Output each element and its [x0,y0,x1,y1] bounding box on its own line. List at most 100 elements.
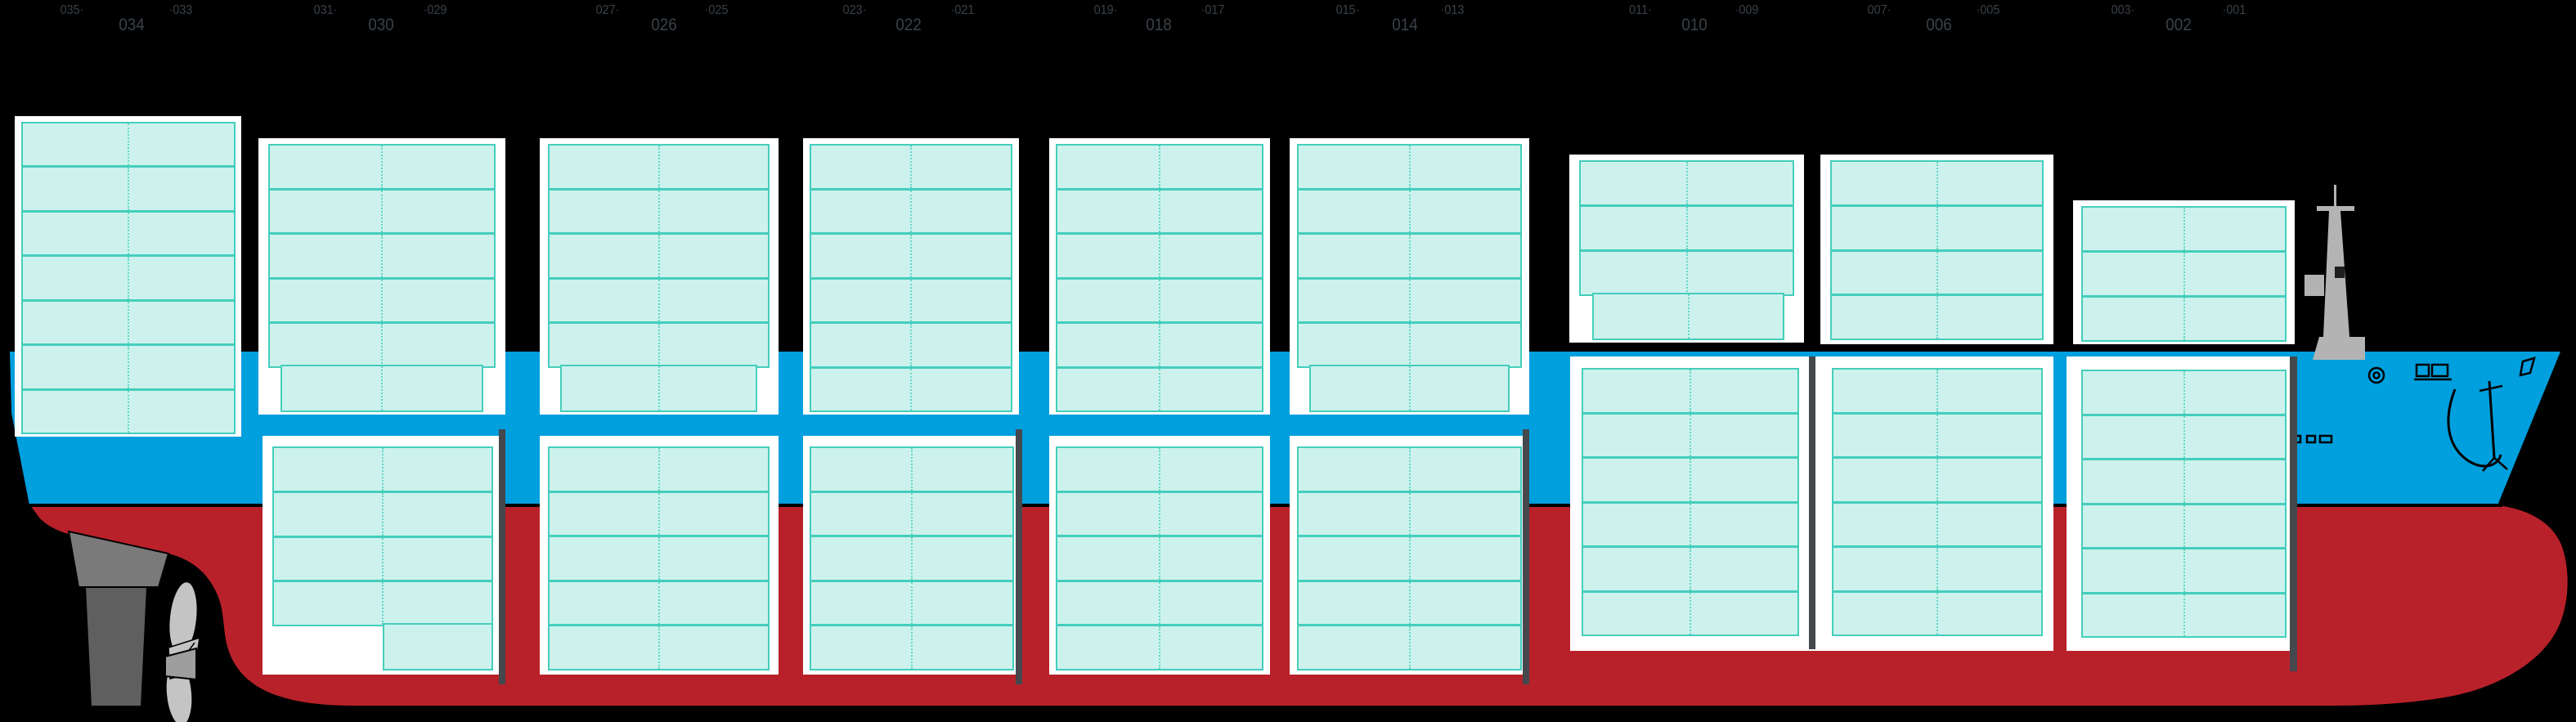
container-slot-014-above-inset-1-1[interactable] [1311,366,1411,410]
container-slot-006-above-4-1[interactable] [1832,296,1938,339]
container-slot-002-below-2-1[interactable] [2083,415,2185,458]
container-slot-034-above-3-1[interactable] [23,212,129,255]
container-slot-030-above-4-1[interactable] [270,279,383,322]
container-slot-010-above-inset-1-1[interactable] [1594,294,1690,339]
container-slot-026-above-inset-1-1[interactable] [562,366,660,410]
container-slot-010-below-1-1[interactable] [1583,370,1691,412]
container-slot-002-above-3-1[interactable] [2083,298,2185,340]
tier-022-below-5 [811,626,1012,669]
slot-block-034-above [21,122,236,434]
container-slot-014-below-4-1[interactable] [1299,581,1411,625]
container-slot-010-below-2-1[interactable] [1583,414,1691,456]
container-slot-034-above-2-1[interactable] [23,168,129,210]
container-slot-006-below-4-1[interactable] [1833,503,1938,545]
container-slot-018-below-1-1[interactable] [1057,448,1160,491]
container-slot-006-above-2-1[interactable] [1832,206,1938,249]
container-slot-014-above-3-1[interactable] [1299,235,1411,277]
container-slot-022-above-6-1[interactable] [811,368,912,410]
container-slot-018-above-1-1[interactable] [1057,146,1160,188]
container-slot-002-below-6-1[interactable] [2083,594,2185,636]
container-slot-030-above-inset-1-1[interactable] [282,366,383,410]
container-slot-030-below-1-1[interactable] [274,448,384,491]
container-slot-010-above-2-1[interactable] [1581,207,1688,249]
container-slot-022-below-5-1[interactable] [811,626,913,669]
container-slot-026-below-4-1[interactable] [550,581,660,625]
container-slot-022-below-3-1[interactable] [811,537,913,580]
slot-block-018-above [1056,144,1263,412]
container-slot-006-below-1-1[interactable] [1833,370,1938,412]
container-slot-010-below-3-1[interactable] [1583,459,1691,501]
container-slot-026-below-3-1[interactable] [550,537,660,580]
container-slot-026-above-2-1[interactable] [550,190,660,233]
container-slot-014-above-2-1[interactable] [1299,190,1411,233]
container-slot-026-above-3-1[interactable] [550,235,660,277]
container-slot-026-below-5-1[interactable] [550,626,660,669]
container-slot-002-below-1-1[interactable] [2083,371,2185,414]
container-slot-006-above-1-1[interactable] [1832,162,1938,204]
container-slot-030-below-3-1[interactable] [274,537,384,581]
container-slot-006-below-6-1[interactable] [1833,592,1938,635]
container-slot-002-above-2-1[interactable] [2083,253,2185,295]
container-slot-018-below-2-1[interactable] [1057,492,1160,536]
container-slot-034-above-5-1[interactable] [23,301,129,344]
container-slot-014-below-5-1[interactable] [1299,626,1411,669]
container-slot-030-below-2-1[interactable] [274,492,384,536]
container-slot-002-below-5-1[interactable] [2083,549,2185,592]
container-slot-002-below-3-1[interactable] [2083,460,2185,503]
container-slot-014-above-4-1[interactable] [1299,279,1411,322]
container-slot-030-above-3-1[interactable] [270,235,383,277]
container-slot-034-above-1-1[interactable] [23,123,129,166]
container-slot-010-above-1-1[interactable] [1581,162,1688,204]
container-slot-018-below-5-1[interactable] [1057,626,1160,669]
container-slot-014-above-5-1[interactable] [1299,324,1411,366]
container-slot-018-above-4-1[interactable] [1057,279,1160,321]
tier-002-below-2 [2083,415,2285,460]
container-slot-006-below-3-1[interactable] [1833,459,1938,501]
container-slot-010-below-5-1[interactable] [1583,548,1691,590]
container-slot-022-below-4-1[interactable] [811,581,913,625]
container-slot-002-below-4-1[interactable] [2083,505,2185,547]
container-slot-030-above-5-1[interactable] [270,324,383,366]
container-slot-022-below-1-1[interactable] [811,448,913,491]
bay-label-011: 011· [1629,3,1652,17]
propeller-icon [164,581,200,722]
container-slot-006-above-3-1[interactable] [1832,251,1938,294]
container-slot-022-below-2-1[interactable] [811,492,913,536]
container-slot-034-above-4-1[interactable] [23,257,129,299]
container-slot-018-above-2-1[interactable] [1057,190,1160,232]
container-slot-018-above-3-1[interactable] [1057,235,1160,277]
container-slot-030-above-2-1[interactable] [270,190,383,233]
container-slot-022-above-1-1[interactable] [811,146,912,188]
container-slot-034-above-7-1[interactable] [23,390,129,433]
container-slot-018-above-5-1[interactable] [1057,324,1160,366]
container-slot-026-below-1-1[interactable] [550,448,660,491]
container-slot-026-above-1-1[interactable] [550,146,660,188]
container-slot-026-below-2-1[interactable] [550,492,660,536]
container-slot-010-above-3-1[interactable] [1581,252,1688,294]
container-slot-014-below-3-1[interactable] [1299,537,1411,580]
container-slot-014-below-2-1[interactable] [1299,492,1411,536]
container-slot-018-above-6-1[interactable] [1057,368,1160,410]
container-slot-010-below-6-1[interactable] [1583,592,1691,635]
container-slot-026-above-5-1[interactable] [550,324,660,366]
container-slot-002-above-1-1[interactable] [2083,208,2185,250]
container-slot-014-above-1-1[interactable] [1299,146,1411,188]
tier-030-above-4 [270,279,494,325]
bay-label-001: ·001 [2222,3,2246,17]
tier-014-above-5 [1299,324,1520,366]
container-slot-034-above-6-1[interactable] [23,346,129,388]
container-slot-018-below-4-1[interactable] [1057,581,1160,625]
container-slot-022-above-3-1[interactable] [811,235,912,277]
container-slot-014-below-1-1[interactable] [1299,448,1411,491]
container-slot-022-above-4-1[interactable] [811,279,912,321]
container-slot-030-above-1-1[interactable] [270,146,383,188]
container-slot-022-above-2-1[interactable] [811,190,912,232]
container-slot-030-below-4-1[interactable] [274,582,384,625]
container-slot-006-below-2-1[interactable] [1833,414,1938,456]
container-slot-022-above-5-1[interactable] [811,324,912,366]
tier-006-below-4 [1833,503,2041,548]
container-slot-026-above-4-1[interactable] [550,279,660,322]
container-slot-010-below-4-1[interactable] [1583,503,1691,545]
container-slot-018-below-3-1[interactable] [1057,537,1160,580]
container-slot-006-below-5-1[interactable] [1833,548,1938,590]
